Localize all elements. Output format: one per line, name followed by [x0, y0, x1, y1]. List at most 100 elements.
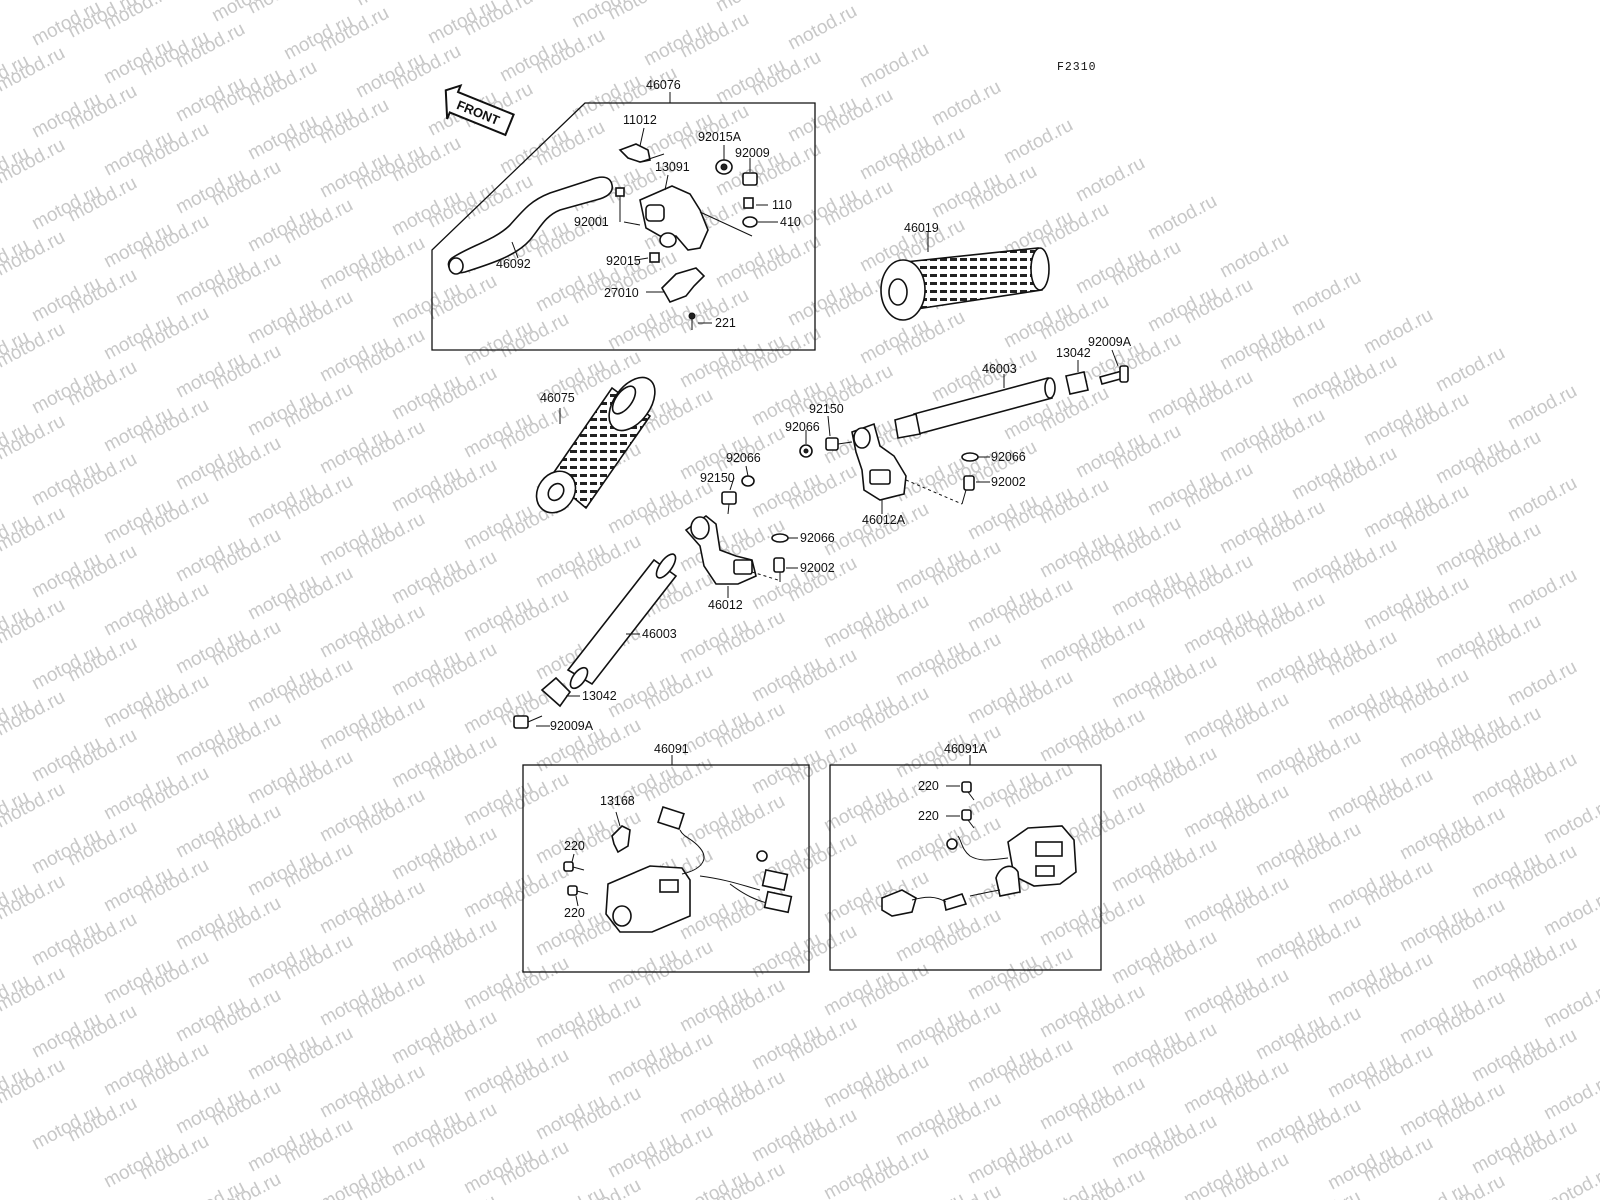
watermark-text: motod.ru [1072, 153, 1148, 207]
label-46092: 46092 [496, 257, 531, 271]
watermark-text: motod.ru [1288, 267, 1364, 321]
front-arrow-icon: FRONT [444, 83, 515, 137]
label-46012: 46012 [708, 598, 743, 612]
watermark-text: motod.ru [424, 1191, 500, 1200]
label-46003-upper: 46003 [982, 362, 1017, 376]
holder-46012: 46012 [684, 515, 757, 612]
screw-92150-upper: 92150 [809, 402, 853, 451]
left-switch-box [522, 764, 810, 973]
label-92001: 92001 [574, 215, 609, 229]
bolt-92001 [615, 187, 625, 197]
screw-92009A-upper: 92009A [1088, 335, 1132, 385]
label-13091: 13091 [655, 160, 690, 174]
label-92002-lower: 92002 [800, 561, 835, 575]
watermark-text: motod.ru [856, 39, 932, 93]
grip-46019: 46019 [880, 221, 1050, 321]
label-92002-right: 92002 [991, 475, 1026, 489]
screw-92150-mid: 92150 [700, 471, 737, 515]
weight-13042-upper: 13042 [1056, 346, 1091, 395]
label-92015A: 92015A [698, 130, 742, 144]
watermark-text: motod.ru [1504, 657, 1580, 711]
lever-assembly-group: 46076 46092 13091 11012 92001 92015A 920… [431, 78, 816, 351]
switch-27010 [661, 267, 706, 303]
watermark-text: motod.ru [784, 1, 860, 55]
label-92066-mid: 92066 [726, 451, 761, 465]
watermark-text: motod.ru [928, 77, 1004, 131]
lever-46092 [447, 176, 614, 274]
washer-410 [742, 216, 758, 228]
label-220-c: 220 [918, 779, 939, 793]
watermark-text: motod.ru [1000, 115, 1076, 169]
right-switch-group: 46091A 220 220 [829, 742, 1102, 971]
label-27010: 27010 [604, 286, 639, 300]
label-46003-lower: 46003 [642, 627, 677, 641]
label-221: 221 [715, 316, 736, 330]
washer-92066-right: 92066 [961, 450, 1026, 464]
watermark-text: motod.ru [172, 1177, 248, 1200]
watermark-text: motod.ru [1216, 229, 1292, 283]
label-92009A-upper: 92009A [1088, 335, 1132, 349]
watermark-text: motod.ru [0, 0, 69, 4]
weight-13042-lower: 13042 [540, 676, 617, 708]
label-92009A-lower: 92009A [550, 719, 594, 733]
label-13168: 13168 [600, 794, 635, 808]
watermark-text: motod.ru [892, 1189, 968, 1200]
watermark-text: motod.ru [1504, 565, 1580, 619]
watermark-text: motod.ru [1432, 343, 1508, 397]
watermark-text: motod.ru [1360, 305, 1436, 359]
right-switch-box [829, 764, 1102, 971]
watermark-text: motod.ru [928, 1181, 1004, 1200]
watermark-text: motod.ru [1540, 1163, 1600, 1200]
label-46076: 46076 [646, 78, 681, 92]
label-92015: 92015 [606, 254, 641, 268]
lever-assembly-box [431, 102, 816, 351]
screw-92002-right: 92002 [905, 475, 1026, 505]
watermark-text: motod.ru [712, 0, 788, 16]
watermark-text: motod.ru [532, 1183, 608, 1200]
handlebar-46003-upper: 46003 [894, 362, 1056, 439]
washer-92066-upper: 92066 [785, 420, 820, 458]
label-410: 410 [780, 215, 801, 229]
label-92066-upper: 92066 [785, 420, 820, 434]
watermark-text: motod.ru [1504, 381, 1580, 435]
watermark-text: motod.ru [1504, 473, 1580, 527]
label-220-a: 220 [564, 839, 585, 853]
label-92066-right: 92066 [991, 450, 1026, 464]
screw-92009 [742, 172, 758, 186]
watermark-text: motod.ru [1288, 1187, 1364, 1200]
label-92150-mid: 92150 [700, 471, 735, 485]
diagram-code: F2310 [1057, 61, 1097, 74]
screw-92002-lower: 92002 [751, 557, 835, 582]
label-46075: 46075 [540, 391, 575, 405]
label-11012: 11012 [623, 113, 657, 127]
cover-11012 [618, 143, 651, 163]
lever-holder-13091 [639, 185, 709, 251]
watermark-text: motod.ru [1396, 1179, 1472, 1200]
washer-92066-lower: 92066 [771, 531, 835, 545]
nut-92015 [649, 252, 660, 263]
label-46012A: 46012A [862, 513, 906, 527]
label-46091A: 46091A [944, 742, 988, 756]
watermark-text: motod.ru [1036, 1173, 1112, 1200]
label-92009: 92009 [735, 146, 770, 160]
handlebar-46003-lower: 46003 [566, 553, 678, 690]
left-switch-group: 46091 13168 220 220 [522, 742, 810, 973]
label-13042-upper: 13042 [1056, 346, 1091, 360]
label-92150-upper: 92150 [809, 402, 844, 416]
watermark-text: motod.ru [388, 0, 464, 2]
label-13042-lower: 13042 [582, 689, 617, 703]
label-92066-lower: 92066 [800, 531, 835, 545]
watermark-text: motod.ru [1180, 1157, 1256, 1200]
grip-46075: 46075 [535, 376, 656, 514]
label-220-b: 220 [564, 906, 585, 920]
label-46019: 46019 [904, 221, 939, 235]
screw-92009A-lower: 92009A [513, 715, 594, 733]
label-220-d: 220 [918, 809, 939, 823]
watermark-text: motod.ru [352, 0, 428, 10]
washer-92066-mid: 92066 [726, 451, 761, 487]
label-46091: 46091 [654, 742, 689, 756]
holder-46012A: 46012A [851, 422, 907, 527]
label-110: 110 [772, 198, 792, 212]
